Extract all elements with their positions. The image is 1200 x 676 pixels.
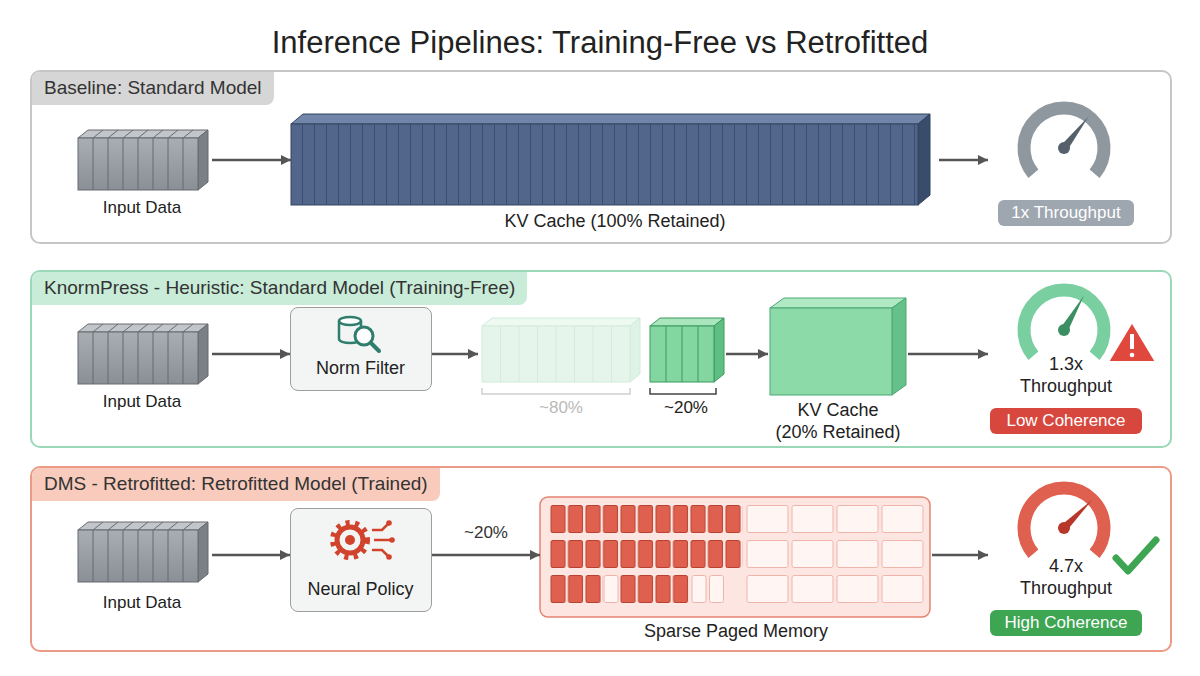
used-pages — [550, 505, 743, 533]
node-label: Neural Policy — [291, 579, 430, 601]
throughput-gauge: 4.7x ThroughputHigh Coherence — [988, 478, 1144, 644]
input-stack: Input Data — [72, 515, 212, 619]
panel-heading: DMS - Retrofitted: Retrofitted Model (Tr… — [32, 468, 440, 501]
gauge-hub — [1058, 324, 1070, 336]
check-icon — [1116, 540, 1156, 571]
kept-slices — [714, 318, 724, 382]
panel-band: DMS - Retrofitted: Retrofitted Model (Tr… — [30, 466, 1172, 652]
evicted-tokens: ~80% — [478, 314, 644, 422]
used-pages — [620, 575, 690, 603]
kv-cache-top-face — [291, 114, 930, 124]
node-label: Input Data — [72, 593, 212, 613]
data-stack-icon — [78, 522, 208, 582]
panel-heading: KnormPress - Heuristic: Standard Model (… — [32, 272, 527, 305]
paged-memory: Sparse Paged Memory — [540, 497, 932, 645]
span-bracket — [482, 388, 630, 394]
kv-cache-top-face — [770, 298, 906, 308]
gauge-hub — [1058, 522, 1070, 534]
flow-arrow — [932, 554, 988, 557]
gauge-needle — [1061, 295, 1085, 332]
evicted-slices — [482, 318, 640, 326]
kv-cache-slats — [291, 124, 918, 205]
node-label: Input Data — [72, 198, 212, 218]
throughput-gauge: 1.3x ThroughputLow Coherence — [988, 284, 1144, 444]
flow-arrow — [939, 159, 988, 162]
percent-label: ~20% — [646, 398, 726, 418]
kv-cache-side-face — [892, 298, 906, 395]
kv-cache-block: KV Cache (100% Retained) — [291, 114, 939, 232]
span-bracket — [650, 388, 716, 394]
evicted-slices — [482, 326, 630, 382]
status-pill: 1x Throughput — [998, 200, 1134, 226]
gauge-arc — [1024, 488, 1104, 554]
evicted-slices — [630, 318, 640, 382]
flow-arrow — [908, 353, 988, 356]
used-pages — [550, 540, 743, 568]
flow-arrow — [212, 159, 291, 162]
process-box: Norm Filter — [290, 307, 432, 391]
edge-label: ~20% — [446, 523, 526, 543]
free-page — [692, 576, 706, 603]
input-stack: Input Data — [72, 126, 212, 224]
throughput-label: 4.7x Throughput — [1011, 556, 1121, 599]
gauge-hub — [1058, 142, 1070, 154]
percent-label: ~80% — [478, 398, 644, 418]
data-stack-icon — [78, 324, 208, 384]
kept-tokens: ~20% — [646, 314, 726, 422]
data-stack-icon — [78, 130, 208, 190]
gauge-needle — [1061, 117, 1089, 151]
panel-band: KnormPress - Heuristic: Standard Model (… — [30, 270, 1172, 448]
node-label: Norm Filter — [291, 358, 430, 380]
gauge-arc — [1024, 290, 1104, 356]
node-label: KV Cache (100% Retained) — [291, 211, 939, 233]
kv-cache-block: KV Cache (20% Retained) — [768, 298, 908, 442]
used-pages — [550, 575, 603, 603]
evicted-slices — [501, 326, 612, 382]
kv-cache-front-face — [291, 124, 918, 205]
kept-slices — [666, 326, 698, 382]
free-page — [710, 576, 724, 603]
kv-cache-side-face — [918, 114, 930, 205]
node-label: KV Cache (20% Retained) — [775, 400, 901, 443]
free-pages — [745, 505, 925, 533]
flow-arrow — [212, 554, 290, 557]
throughput-label: 1.3x Throughput — [1011, 354, 1121, 397]
node-label: Sparse Paged Memory — [540, 621, 932, 643]
free-pages — [745, 575, 925, 603]
warning-icon — [1108, 322, 1156, 362]
panel-band: Baseline: Standard ModelInput Data KV Cac… — [30, 70, 1172, 244]
gauge-arc — [1024, 108, 1104, 174]
warning-icon — [1130, 334, 1134, 349]
flow-arrow — [432, 554, 540, 557]
free-pages — [745, 540, 925, 568]
flow-arrow — [432, 353, 478, 356]
panel-heading: Baseline: Standard Model — [32, 72, 274, 105]
free-page — [604, 576, 618, 603]
paged-memory-box — [540, 497, 930, 617]
diagram-title: Inference Pipelines: Training-Free vs Re… — [0, 24, 1200, 61]
warning-icon — [1130, 353, 1135, 358]
kv-cache-front-face — [770, 308, 892, 395]
throughput-gauge: 1x Throughput — [988, 96, 1144, 230]
process-box: Neural Policy — [290, 508, 432, 612]
gauge-needle — [1061, 500, 1092, 531]
kept-slices — [650, 318, 724, 326]
status-pill: Low Coherence — [990, 408, 1142, 434]
kept-slices — [650, 326, 714, 382]
input-stack: Input Data — [72, 316, 212, 416]
node-label: Input Data — [72, 392, 212, 412]
status-pill: High Coherence — [990, 610, 1142, 636]
flow-arrow — [212, 353, 290, 356]
flow-arrow — [726, 353, 768, 356]
